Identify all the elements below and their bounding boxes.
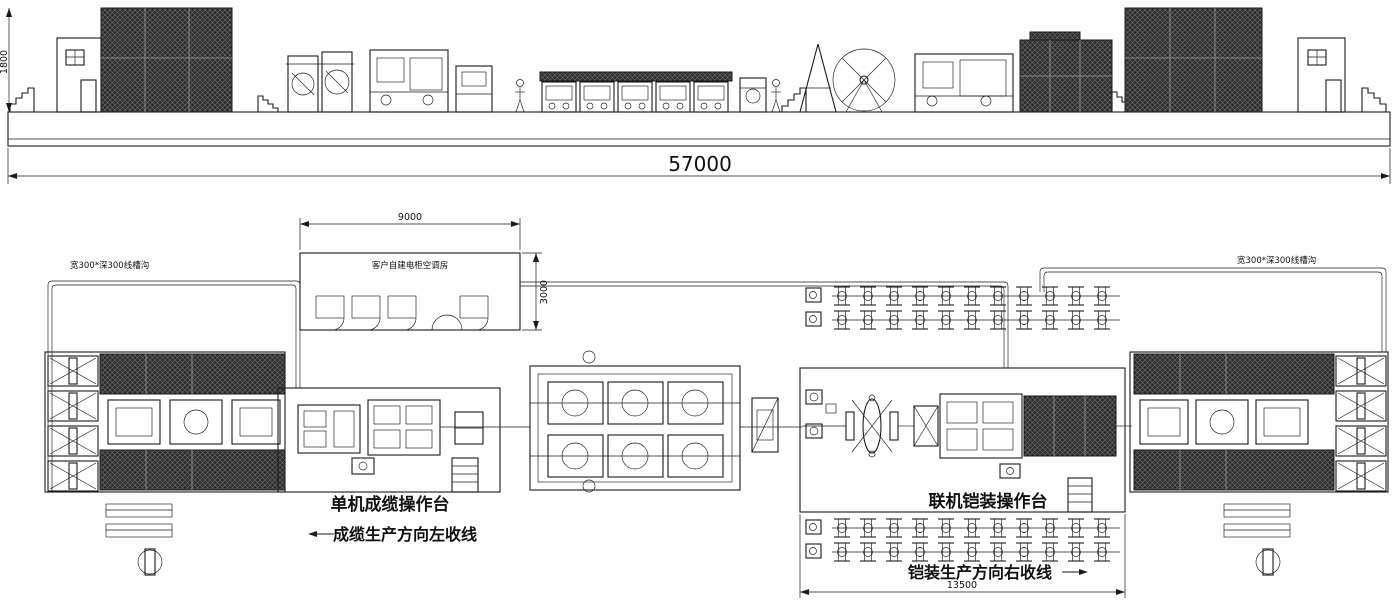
stairs-left-end bbox=[9, 87, 35, 113]
armoring-bow bbox=[845, 394, 899, 458]
roller-conveyor-top bbox=[805, 287, 1120, 329]
takeup-reel bbox=[1335, 425, 1387, 457]
control-room-right bbox=[1297, 37, 1346, 113]
armoring-length-dimension: 13500 bbox=[799, 514, 1126, 598]
takeup-reel bbox=[47, 460, 99, 492]
capstan-unit bbox=[740, 397, 802, 453]
room-depth-dimension: 3000 bbox=[522, 252, 550, 331]
armoring-station-label: 联机铠装操作台 bbox=[929, 491, 1048, 512]
room-width-dimension: 9000 bbox=[299, 212, 521, 250]
armoring-platform bbox=[799, 367, 1126, 513]
cabling-direction-arrow bbox=[308, 531, 334, 537]
cable-trough-right: 宽300*深300线槽沟 bbox=[1039, 255, 1387, 352]
control-console bbox=[351, 457, 375, 475]
platform-stairs bbox=[451, 457, 479, 493]
takeup-reel bbox=[1335, 355, 1387, 387]
armoring-caterpillar bbox=[939, 393, 1023, 459]
cabling-cage-machine bbox=[529, 350, 741, 493]
operator-figure bbox=[514, 79, 526, 113]
platform-stairs bbox=[1067, 477, 1093, 513]
takeup-reel bbox=[1335, 460, 1387, 492]
payoff-stands bbox=[286, 51, 354, 113]
takeup-reel bbox=[47, 390, 99, 422]
platform-height-value: 1800 bbox=[0, 50, 10, 74]
left-spare-racks bbox=[105, 503, 173, 576]
cabling-platform bbox=[277, 387, 530, 493]
stairs-right-end bbox=[1361, 87, 1387, 113]
armoring-capstan bbox=[913, 405, 939, 447]
takeup-reel bbox=[47, 425, 99, 457]
stairs-small bbox=[257, 95, 279, 113]
roller-conveyor-bottom bbox=[805, 519, 1120, 561]
overall-length-dimension: 57000 bbox=[7, 148, 1391, 184]
armoring-machine-elev bbox=[914, 53, 1014, 113]
armoring-direction-arrow bbox=[1062, 569, 1088, 575]
trough-left-label: 宽300*深300线槽沟 bbox=[70, 260, 149, 271]
right-spare-racks bbox=[1223, 503, 1291, 576]
control-room-left bbox=[56, 37, 102, 113]
armoring-length-value: 13500 bbox=[947, 580, 977, 591]
payoff-reel-elev bbox=[799, 43, 896, 113]
cabling-station-label: 单机成缆操作台 bbox=[331, 494, 450, 515]
room-door-leaf bbox=[431, 314, 448, 331]
cable-tray-to-armoring bbox=[520, 281, 1009, 368]
stairs-mid-left bbox=[781, 87, 807, 113]
enclosure-cabinet-left bbox=[100, 7, 233, 113]
room-depth-value: 3000 bbox=[539, 280, 550, 304]
operator-figure bbox=[770, 79, 782, 113]
platform-height-dimension: 1800 bbox=[0, 8, 12, 112]
electric-cabinet-room: 客户自建电柜空调房 bbox=[299, 252, 521, 331]
trough-right-label: 宽300*深300线槽沟 bbox=[1237, 255, 1316, 266]
takeup-reel bbox=[1335, 390, 1387, 422]
electrical-cabinet-mid bbox=[1019, 31, 1113, 113]
enclosure-cabinet-right bbox=[1124, 7, 1263, 113]
armoring-electrical-cabinet bbox=[1023, 395, 1117, 457]
overall-length-value: 57000 bbox=[668, 152, 732, 176]
control-console bbox=[999, 463, 1021, 479]
cabling-direction-label: 成缆生产方向左收线 bbox=[333, 525, 477, 544]
elevation-view: 57000 1800 bbox=[0, 7, 1391, 184]
caterpillar-row bbox=[539, 71, 733, 113]
right-enclosure-block bbox=[1116, 351, 1389, 493]
room-width-value: 9000 bbox=[398, 212, 422, 223]
plan-view: 宽300*深300线槽沟 宽300*深300线槽沟 客户自建电柜空调房 bbox=[44, 212, 1389, 598]
left-enclosure-block bbox=[44, 351, 286, 493]
traction-unit bbox=[739, 77, 767, 113]
platform-base bbox=[7, 111, 1391, 147]
cabling-machine-elev bbox=[369, 49, 449, 113]
guide-stand-elev bbox=[455, 65, 493, 113]
armoring-direction-label: 铠装生产方向右收线 bbox=[907, 563, 1052, 582]
room-door-leaf bbox=[446, 314, 463, 331]
room-label: 客户自建电柜空调房 bbox=[372, 260, 449, 271]
takeup-reel bbox=[47, 355, 99, 387]
